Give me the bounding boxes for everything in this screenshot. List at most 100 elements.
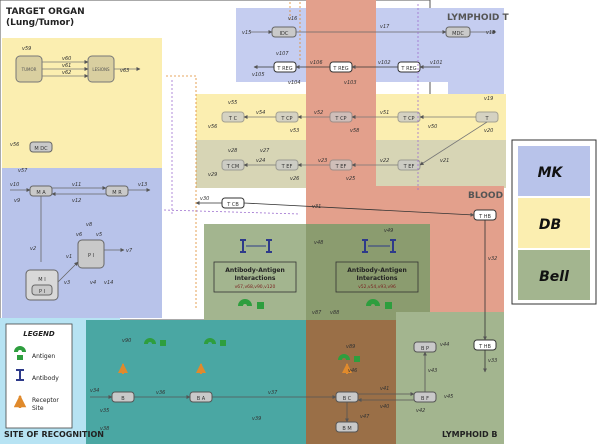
lbl-v62: v62: [62, 70, 71, 76]
lbl-v56: v56: [10, 142, 19, 148]
node-t-cp-3-label: T CP: [402, 116, 414, 122]
node-t-cp-2-label: T CP: [334, 116, 346, 122]
lbl-v104: v104: [288, 80, 301, 86]
node-m-i-label: M I: [38, 277, 45, 283]
node-b-m-label: B M: [342, 426, 351, 432]
lbl-v103: v103: [344, 80, 357, 86]
lbl-v60: v60: [62, 56, 71, 62]
node-t-reg-3-label: T REG: [400, 66, 416, 72]
title-target-organ: TARGET ORGAN: [6, 7, 85, 17]
lbl-v106: v106: [310, 60, 323, 66]
lbl-v45: v45: [444, 394, 453, 400]
reaction-labels: v59 v60 v61 v62 v63 v56 v57 v10 v11 v12 …: [10, 16, 497, 432]
side-legend-mk-label: MK: [538, 165, 564, 181]
title-blood: BLOOD: [468, 191, 503, 201]
lbl-v14: v14: [104, 280, 113, 286]
node-m-dc-label: M DC: [34, 146, 48, 152]
lbl-v63: v63: [120, 68, 129, 74]
lbl-v30: v30: [200, 196, 209, 202]
lbl-v40: v40: [380, 404, 389, 410]
title-site-of-recognition: SITE OF RECOGNITION: [4, 430, 104, 439]
legend-antigen-label: Antigen: [32, 353, 55, 360]
node-p-i-label: P I: [88, 253, 94, 259]
lbl-v10: v10: [10, 182, 19, 188]
title-lymphoid-t: LYMPHOID T: [447, 13, 510, 23]
region-lymphoid-b: [430, 318, 504, 444]
lbl-v33: v33: [488, 358, 497, 364]
side-legend-db-swatch: [518, 198, 590, 248]
lbl-v53: v53: [290, 128, 299, 134]
lbl-v35: v35: [100, 408, 109, 414]
node-t-ef-3-label: T EF: [403, 164, 415, 170]
side-legend-bell-label: Bell: [539, 269, 569, 285]
lbl-v107: v107: [276, 51, 289, 57]
lbl-v58: v58: [350, 128, 359, 134]
region-teal-lower: [86, 320, 308, 444]
lbl-v47: v47: [360, 414, 370, 420]
lbl-v18: v18: [486, 30, 495, 36]
lbl-v17: v17: [380, 24, 390, 30]
lbl-v41: v41: [380, 386, 389, 392]
node-idc-label: IDC: [280, 31, 289, 37]
lbl-v57: v57: [18, 168, 28, 174]
lbl-v101: v101: [430, 60, 443, 66]
node-p-i-inner: [31, 284, 53, 296]
lbl-v102: v102: [378, 60, 391, 66]
node-t-cp-1-label: T CP: [280, 116, 292, 122]
lbl-v38: v38: [100, 426, 109, 432]
lbl-v25: v25: [346, 176, 355, 182]
node-b-c-label: B C: [343, 396, 352, 402]
title-lymphoid-b: LYMPHOID B: [442, 430, 497, 439]
node-p-i: [77, 239, 105, 269]
lbl-v15: v15: [242, 30, 251, 36]
lbl-v37: v37: [268, 390, 278, 396]
legend-antibody-icon: [16, 369, 24, 381]
interaction-2-vals: v52,v54,v93,v96: [358, 284, 396, 290]
lbl-v20: v20: [484, 128, 493, 134]
interaction-1-sub: Interactions: [235, 275, 276, 282]
node-t-hb-label: T HB: [478, 214, 491, 220]
node-t-top-label: T: [484, 116, 489, 122]
lbl-v88: v88: [330, 310, 339, 316]
lbl-v34: v34: [90, 388, 99, 394]
side-legend-bell-swatch: [518, 250, 590, 300]
lbl-v105: v105: [252, 72, 265, 78]
lbl-v28: v28: [228, 148, 237, 154]
lbl-v19: v19: [484, 96, 493, 102]
legend-title: LEGEND: [23, 330, 55, 338]
connector-dashed-purple: [163, 4, 419, 215]
node-t-ef-2-label: T EF: [335, 164, 347, 170]
lbl-v27: v27: [260, 148, 270, 154]
node-m-a-label: M A: [36, 190, 46, 196]
lbl-v55: v55: [228, 100, 237, 106]
lbl-v59: v59: [22, 46, 31, 52]
legend-box: [5, 323, 73, 429]
node-b-label: B: [121, 396, 125, 402]
node-b-f-label: B F: [421, 396, 429, 402]
node-lesions-label: LESIONS: [92, 67, 110, 72]
lbl-v13: v13: [138, 182, 147, 188]
lbl-v32: v32: [488, 256, 497, 262]
lbl-v46: v46: [348, 368, 357, 374]
lbl-v42: v42: [416, 408, 425, 414]
node-t-reg-2-label: T REG: [332, 66, 348, 72]
lbl-v11: v11: [72, 182, 81, 188]
side-legend-db-label: DB: [539, 217, 561, 233]
node-t-ef-1-label: T EF: [281, 164, 293, 170]
lbl-v54b: v54: [256, 110, 265, 116]
lbl-v87: v87: [312, 310, 322, 316]
lbl-v49: v49: [384, 228, 393, 234]
interaction-2-title: Antibody-Antigen: [347, 267, 406, 274]
lbl-v9: v9: [14, 198, 20, 204]
lbl-v7: v7: [126, 248, 133, 254]
lbl-v8: v8: [86, 222, 92, 228]
lbl-v6: v6: [76, 232, 82, 238]
interaction-2-sub: Interactions: [357, 275, 398, 282]
legend-antibody-label: Antibody: [32, 375, 59, 382]
legend-receptor-label: Receptor: [32, 397, 59, 404]
lbl-v16: v16: [288, 16, 297, 22]
interaction-1-title: Antibody-Antigen: [225, 267, 284, 274]
lbl-v44: v44: [440, 342, 449, 348]
